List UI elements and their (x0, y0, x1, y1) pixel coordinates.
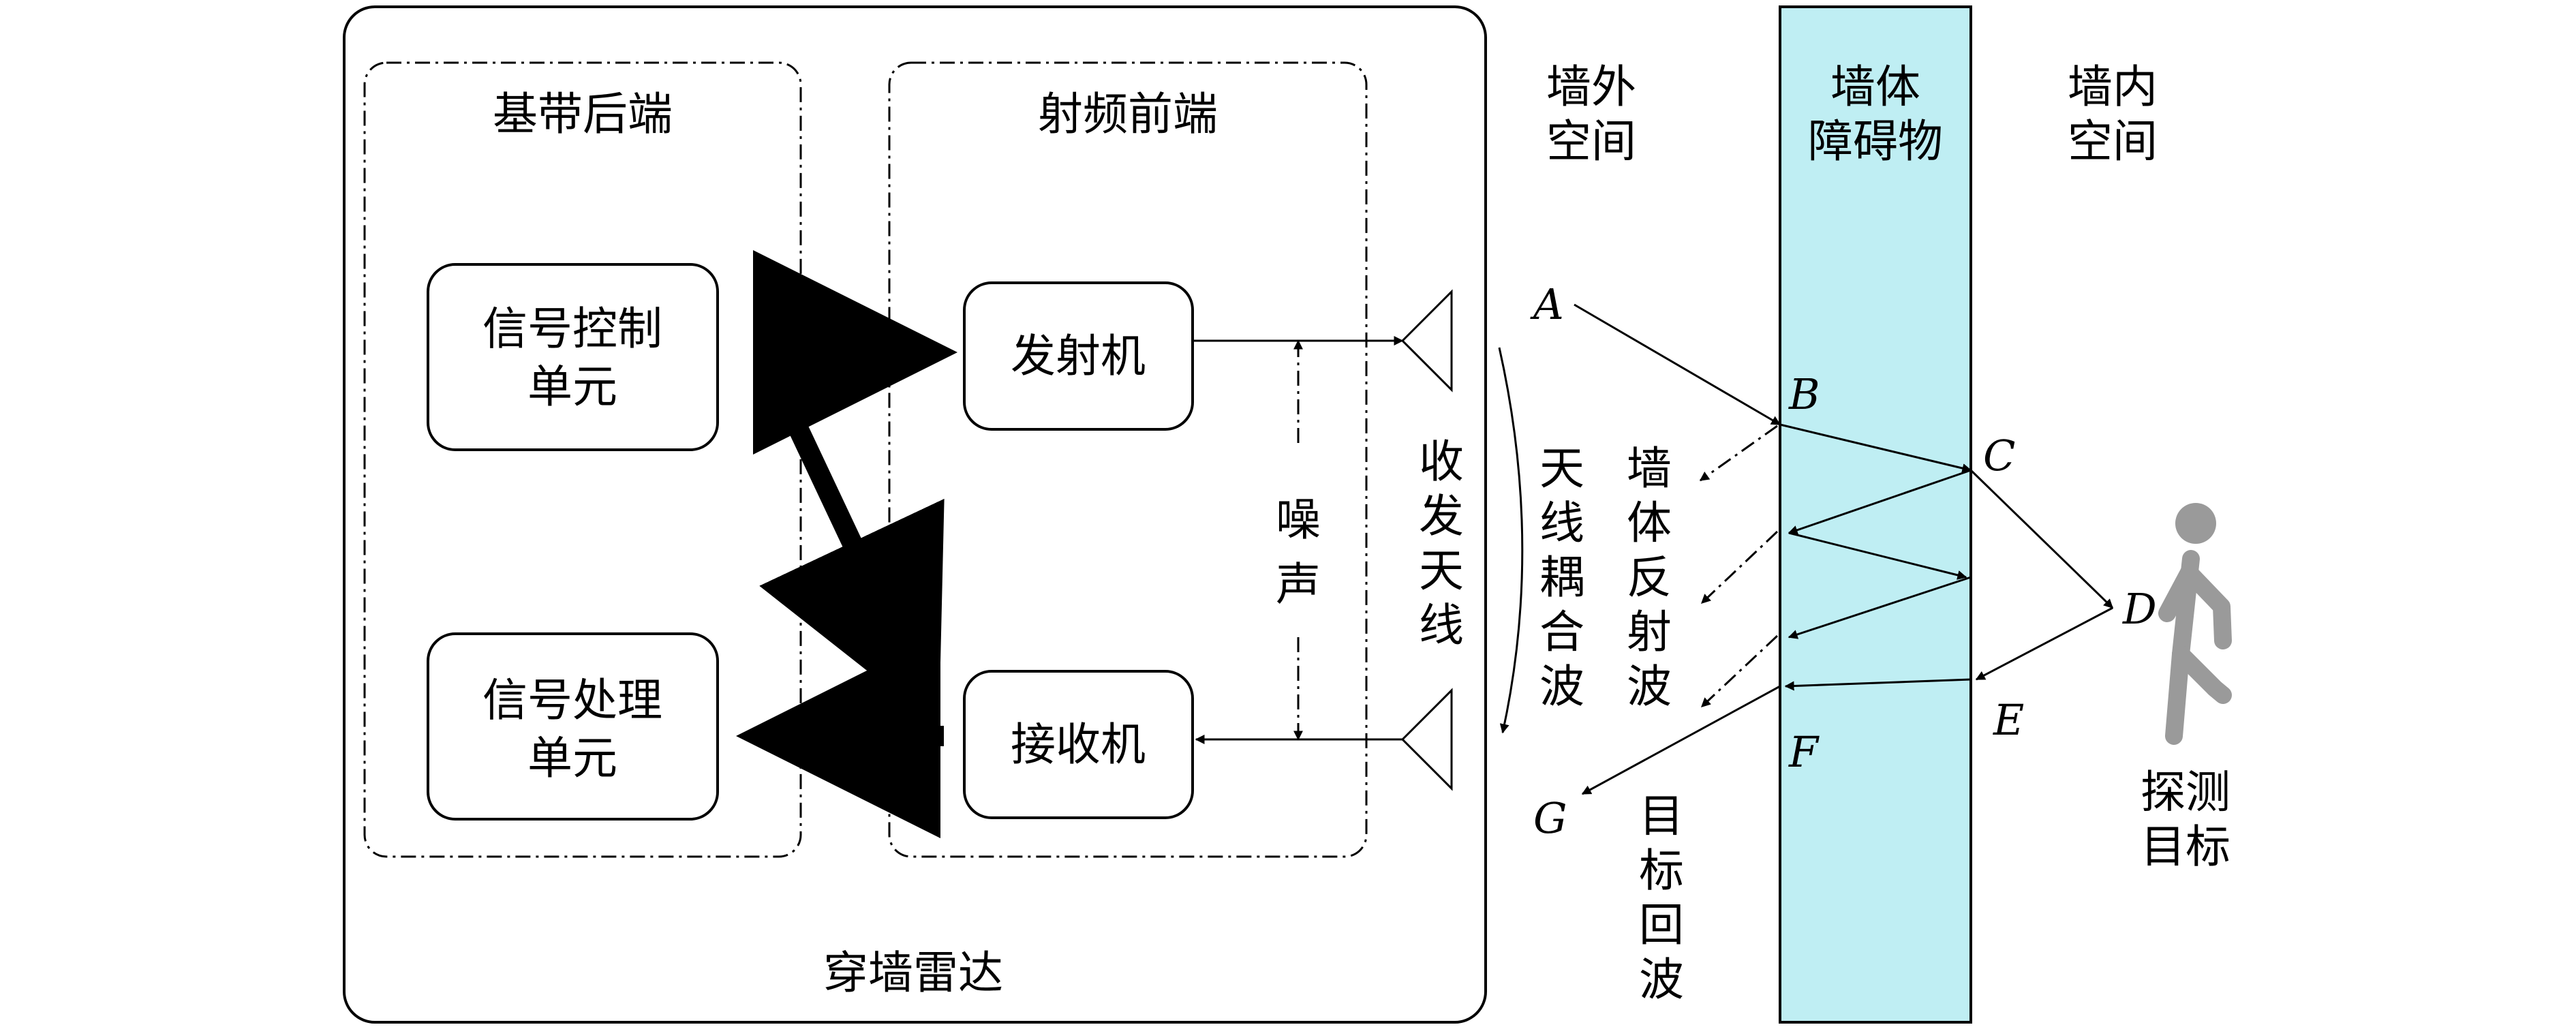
rf-title: 射频前端 (1038, 88, 1218, 140)
point-g: G (1533, 793, 1567, 843)
signal-processing-line2: 单元 (527, 732, 617, 784)
ray-f-to-g (1581, 685, 1781, 795)
coupling-wave-1: 天 (1539, 442, 1584, 495)
wall-reflection-ray-2 (1700, 530, 1779, 604)
coupling-wave-4: 合 (1539, 606, 1584, 658)
person-target-icon (2158, 503, 2232, 745)
radar-title: 穿墙雷达 (823, 947, 1003, 999)
signal-processing-unit (427, 632, 719, 821)
signal-control-line2: 单元 (527, 361, 617, 413)
ray-c-to-d (1969, 469, 2114, 609)
ray-d-to-e (1975, 607, 2113, 681)
inside-space-label-1: 墙内 (2068, 61, 2158, 113)
radar-box (343, 5, 1487, 1024)
ray-b-to-c (1779, 423, 1972, 473)
ray-c2-to-wall-2 (1788, 576, 1972, 639)
point-e: E (1993, 695, 2024, 745)
ray-e-to-f (1784, 678, 1972, 691)
antenna-label-2: 发 (1419, 490, 1464, 542)
target-echo-3: 回 (1639, 899, 1684, 951)
inside-space-label-2: 空间 (2068, 115, 2158, 168)
transmitter-label: 发射机 (1011, 330, 1146, 382)
baseband-box (363, 61, 802, 858)
control-to-receiver-arrow (754, 350, 945, 728)
ray-a-to-b (1574, 303, 1781, 426)
wall-reflection-4: 射 (1627, 606, 1672, 658)
outside-space-label-2: 空间 (1546, 115, 1636, 168)
point-f: F (1788, 727, 1820, 777)
outside-space-label-1: 墙外 (1546, 61, 1636, 113)
target-echo-2: 标 (1639, 844, 1684, 897)
wall-reflection-ray-3 (1700, 634, 1779, 708)
noise-label-1: 噪 (1276, 493, 1321, 546)
noise-label-2: 声 (1276, 558, 1321, 611)
antenna-label-3: 天 (1419, 545, 1464, 597)
point-c: C (1983, 431, 2015, 480)
wall-label-2: 障碍物 (1808, 115, 1943, 168)
antenna-label-4: 线 (1419, 599, 1464, 652)
target-echo-4: 波 (1639, 953, 1684, 1006)
rf-box (888, 61, 1368, 858)
target-echo-1: 目 (1639, 790, 1684, 842)
point-a: A (1530, 279, 1564, 329)
coupling-wave-2: 线 (1539, 497, 1584, 549)
ray-wall-to-c2 (1788, 532, 1967, 580)
baseband-title: 基带后端 (493, 88, 673, 140)
wall-reflection-5: 波 (1627, 660, 1672, 713)
rx-antenna (1400, 688, 1453, 791)
wall-reflection-1: 墙 (1627, 442, 1672, 495)
signal-control-line1: 信号控制 (482, 303, 662, 355)
wall-label-1: 墙体 (1830, 61, 1920, 113)
tx-antenna (1400, 289, 1453, 393)
ray-c-to-wall-1 (1788, 469, 1972, 535)
signal-control-unit (427, 263, 719, 451)
wall-reflection-ray-1 (1699, 425, 1778, 482)
point-d: D (2122, 584, 2157, 634)
coupling-wave-5: 波 (1539, 660, 1584, 713)
receiver-box (963, 670, 1194, 819)
wall-obstacle (1779, 5, 1972, 1024)
coupling-wave-arrow (1498, 347, 1524, 734)
signal-processing-line1: 信号处理 (482, 674, 662, 726)
antenna-label-1: 收 (1419, 435, 1464, 488)
transmitter-box (963, 281, 1194, 431)
point-b: B (1788, 369, 1820, 419)
wall-reflection-2: 体 (1627, 497, 1672, 549)
receiver-label: 接收机 (1011, 718, 1146, 771)
wall-reflection-3: 反 (1627, 551, 1672, 604)
coupling-wave-3: 耦 (1539, 551, 1584, 604)
target-label-2: 目标 (2141, 821, 2230, 873)
target-label-1: 探测 (2141, 766, 2230, 818)
